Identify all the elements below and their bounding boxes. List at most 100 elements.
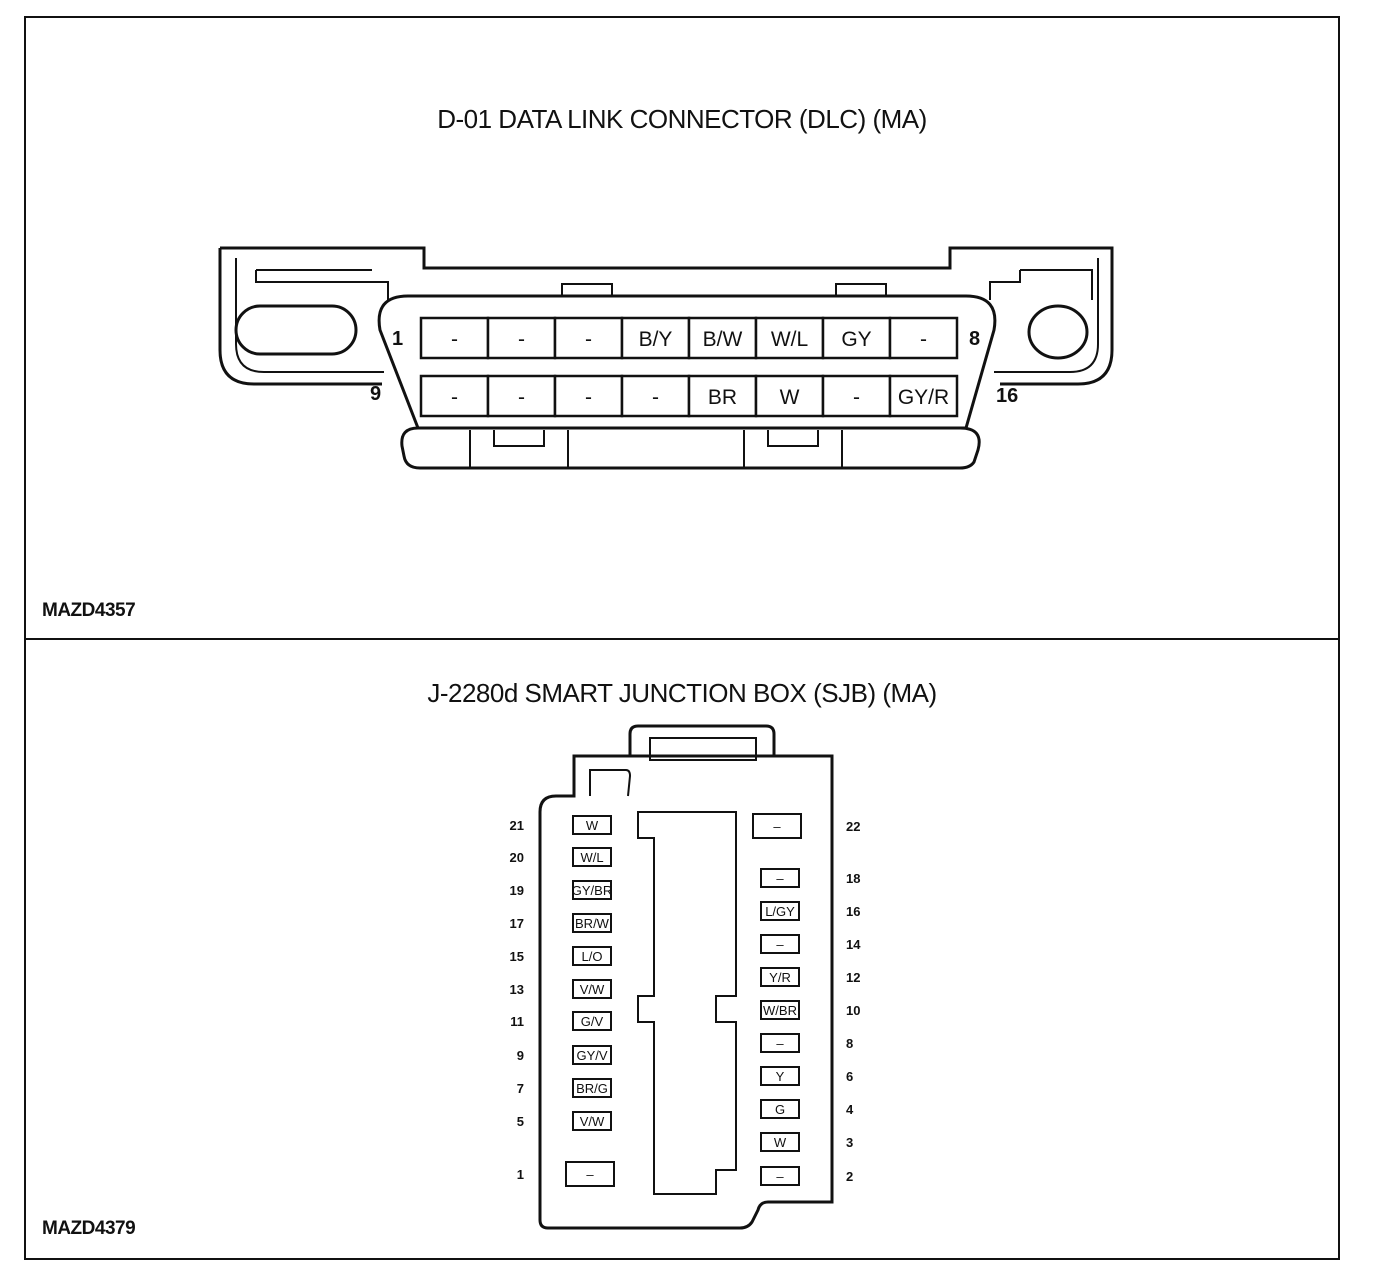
dlc-right-mount-hole xyxy=(1027,304,1089,360)
sjb-body xyxy=(538,754,834,1230)
sjb-pin-4-number: 4 xyxy=(846,1102,854,1117)
dlc-top-row-label-1: - xyxy=(451,328,458,351)
dlc-top-row-label-3: - xyxy=(585,328,592,351)
sjb-pin-20-number: 20 xyxy=(510,850,524,865)
dlc-bottom-row-label-8: GY/R xyxy=(898,386,949,409)
sjb-pin-22-box xyxy=(752,813,802,839)
sjb-pin-2-box xyxy=(760,1166,800,1186)
dlc-bottom-row-cell-7 xyxy=(821,374,892,418)
sjb-pin-11-number: 11 xyxy=(510,1014,524,1029)
sjb-pin-8-number: 8 xyxy=(846,1036,853,1051)
sjb-pin-16-number: 16 xyxy=(846,904,860,919)
sjb-pin-17-label: BR/W xyxy=(575,916,610,931)
dlc-figure-code: MAZD4357 xyxy=(42,600,136,621)
sjb-pin-3-number: 3 xyxy=(846,1135,853,1150)
sjb-pin-7-number: 7 xyxy=(517,1081,524,1096)
sjb-pin-18-box xyxy=(760,868,800,888)
dlc-bottom-row-label-2: - xyxy=(518,386,525,409)
sjb-pin-6-box xyxy=(760,1066,800,1086)
sjb-pin-1-box xyxy=(565,1161,615,1187)
sjb-pin-7-box xyxy=(572,1078,612,1098)
sjb-figure-code: MAZD4379 xyxy=(42,1218,136,1239)
dlc-bottom-row-label-5: BR xyxy=(708,386,737,409)
dlc-top-row-label-7: GY xyxy=(841,328,871,351)
dlc-bottom-row-cell-8 xyxy=(888,374,959,418)
sjb-pin-7-label: BR/G xyxy=(576,1081,608,1096)
sjb-pin-10-box xyxy=(760,1000,800,1020)
sjb-pin-13-box xyxy=(572,979,612,999)
dlc-outer-shell xyxy=(220,246,1114,386)
sjb-left-column: W21W/L20GY/BR19BR/W17L/O15V/W13G/V11GY/V… xyxy=(510,815,615,1187)
sjb-pin-20-label: W/L xyxy=(580,850,603,865)
sjb-pin-14-label: – xyxy=(776,937,784,952)
sjb-title: J-2280d SMART JUNCTION BOX (SJB) (MA) xyxy=(427,678,937,708)
sjb-pin-3-box xyxy=(760,1132,800,1152)
sjb-pin-16-box xyxy=(760,901,800,921)
sjb-top-tab xyxy=(628,724,776,756)
dlc-top-row-label-8: - xyxy=(920,328,927,351)
sjb-pin-18-number: 18 xyxy=(846,871,860,886)
sjb-pin-22-number: 22 xyxy=(846,819,860,834)
dlc-left-mount-hole xyxy=(234,304,358,356)
sjb-pin-19-number: 19 xyxy=(510,883,524,898)
dlc-top-row-label-6: W/L xyxy=(771,328,808,351)
dlc-pin-8-number: 8 xyxy=(969,328,980,350)
sjb-pin-9-label: GY/V xyxy=(576,1048,607,1063)
sjb-pin-20-box xyxy=(572,847,612,867)
sjb-pin-12-box xyxy=(760,967,800,987)
sjb-pin-6-number: 6 xyxy=(846,1069,853,1084)
sjb-pin-13-label: V/W xyxy=(580,982,605,997)
sjb-pin-1-label: – xyxy=(586,1167,594,1182)
sjb-pin-2-label: – xyxy=(776,1169,784,1184)
dlc-top-row-cell-8 xyxy=(888,316,959,360)
sjb-pin-4-label: G xyxy=(775,1102,785,1117)
sjb-pin-16-label: L/GY xyxy=(765,904,795,919)
sjb-pin-22-label: – xyxy=(773,819,781,834)
dlc-top-row-label-4: B/Y xyxy=(639,328,673,351)
sjb-pin-3-label: W xyxy=(774,1135,787,1150)
sjb-pin-6-label: Y xyxy=(776,1069,785,1084)
dlc-top-row-cell-7 xyxy=(821,316,892,360)
dlc-bottom-row-label-3: - xyxy=(585,386,592,409)
dlc-pin-9-number: 9 xyxy=(370,383,381,405)
sjb-pin-5-label: V/W xyxy=(580,1114,605,1129)
sjb-pin-15-number: 15 xyxy=(510,949,524,964)
sjb-pin-15-box xyxy=(572,946,612,966)
dlc-title: D-01 DATA LINK CONNECTOR (DLC) (MA) xyxy=(437,104,927,134)
sjb-pin-4-box xyxy=(760,1099,800,1119)
sjb-pin-2-number: 2 xyxy=(846,1169,853,1184)
sjb-panel: J-2280d SMART JUNCTION BOX (SJB) (MA) MA… xyxy=(24,638,1340,1260)
dlc-top-row-label-5: B/W xyxy=(703,328,743,351)
dlc-bottom-row-cell-3 xyxy=(553,374,624,418)
sjb-pin-21-label: W xyxy=(586,818,599,833)
dlc-bottom-row-label-6: W xyxy=(780,386,800,409)
sjb-pin-8-box xyxy=(760,1033,800,1053)
sjb-pin-9-box xyxy=(572,1045,612,1065)
sjb-pin-9-number: 9 xyxy=(517,1048,524,1063)
dlc-bottom-row-cell-4 xyxy=(620,374,691,418)
sjb-pin-15-label: L/O xyxy=(582,949,603,964)
dlc-top-row-cell-3 xyxy=(553,316,624,360)
sjb-pin-5-box xyxy=(572,1111,612,1131)
sjb-pin-14-box xyxy=(760,934,800,954)
sjb-pin-19-box xyxy=(572,880,612,900)
sjb-pin-13-number: 13 xyxy=(510,982,524,997)
sjb-pin-5-number: 5 xyxy=(517,1114,524,1129)
sjb-pin-12-number: 12 xyxy=(846,970,860,985)
sjb-pin-10-number: 10 xyxy=(846,1003,860,1018)
sjb-pin-8-label: – xyxy=(776,1036,784,1051)
dlc-bottom-row-label-7: - xyxy=(853,386,860,409)
dlc-pin-16-number: 16 xyxy=(996,385,1018,407)
dlc-bottom-row-cell-6 xyxy=(754,374,825,418)
sjb-pin-19-label: GY/BR xyxy=(572,883,612,898)
sjb-pin-10-label: W/BR xyxy=(763,1003,797,1018)
sjb-pin-11-label: G/V xyxy=(581,1014,604,1029)
sjb-center-channel xyxy=(637,811,737,1195)
sjb-pin-12-label: Y/R xyxy=(769,970,791,985)
sjb-pin-14-number: 14 xyxy=(846,937,861,952)
